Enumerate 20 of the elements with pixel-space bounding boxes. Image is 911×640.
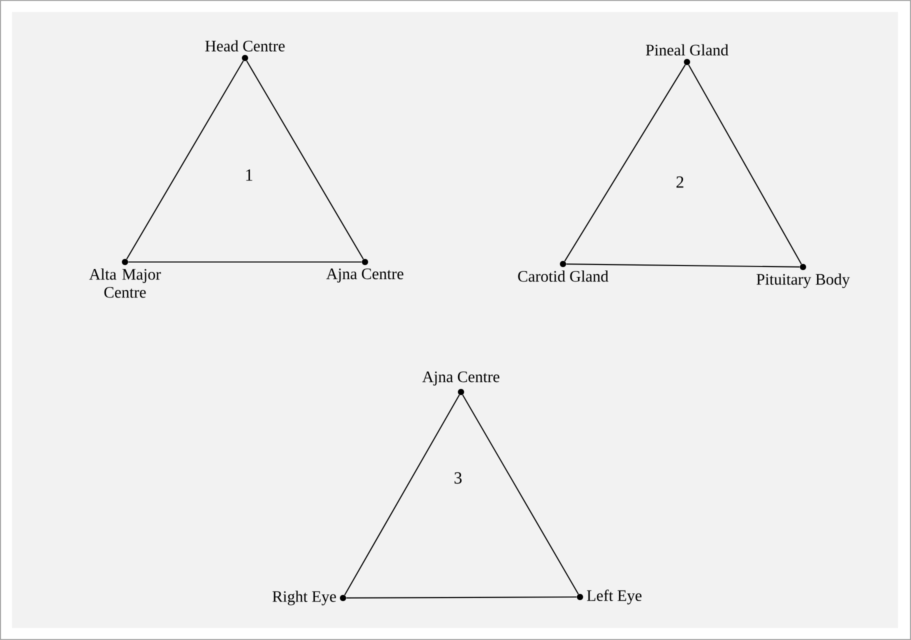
node-label: Left Eye bbox=[586, 590, 642, 604]
node-label: Head Centre bbox=[205, 40, 285, 52]
line bbox=[126, 60, 244, 260]
node-label: Ajna Centre bbox=[422, 371, 500, 386]
line bbox=[346, 596, 577, 599]
line bbox=[566, 263, 800, 268]
line bbox=[688, 64, 802, 264]
line bbox=[564, 64, 686, 262]
node-label: Carotid Gland bbox=[518, 270, 608, 282]
node-label: Pineal Gland bbox=[646, 44, 728, 56]
node-label: Alta Major Centre bbox=[89, 268, 161, 298]
triangle-number: 2 bbox=[676, 176, 684, 188]
triangle-number: 3 bbox=[454, 472, 462, 484]
line bbox=[462, 394, 579, 594]
node-label: Ajna Centre bbox=[326, 268, 404, 282]
node-label: Pituitary Body bbox=[756, 274, 850, 288]
line bbox=[246, 60, 364, 260]
line bbox=[128, 261, 362, 263]
line bbox=[344, 394, 460, 596]
triangle-number: 1 bbox=[246, 169, 252, 181]
